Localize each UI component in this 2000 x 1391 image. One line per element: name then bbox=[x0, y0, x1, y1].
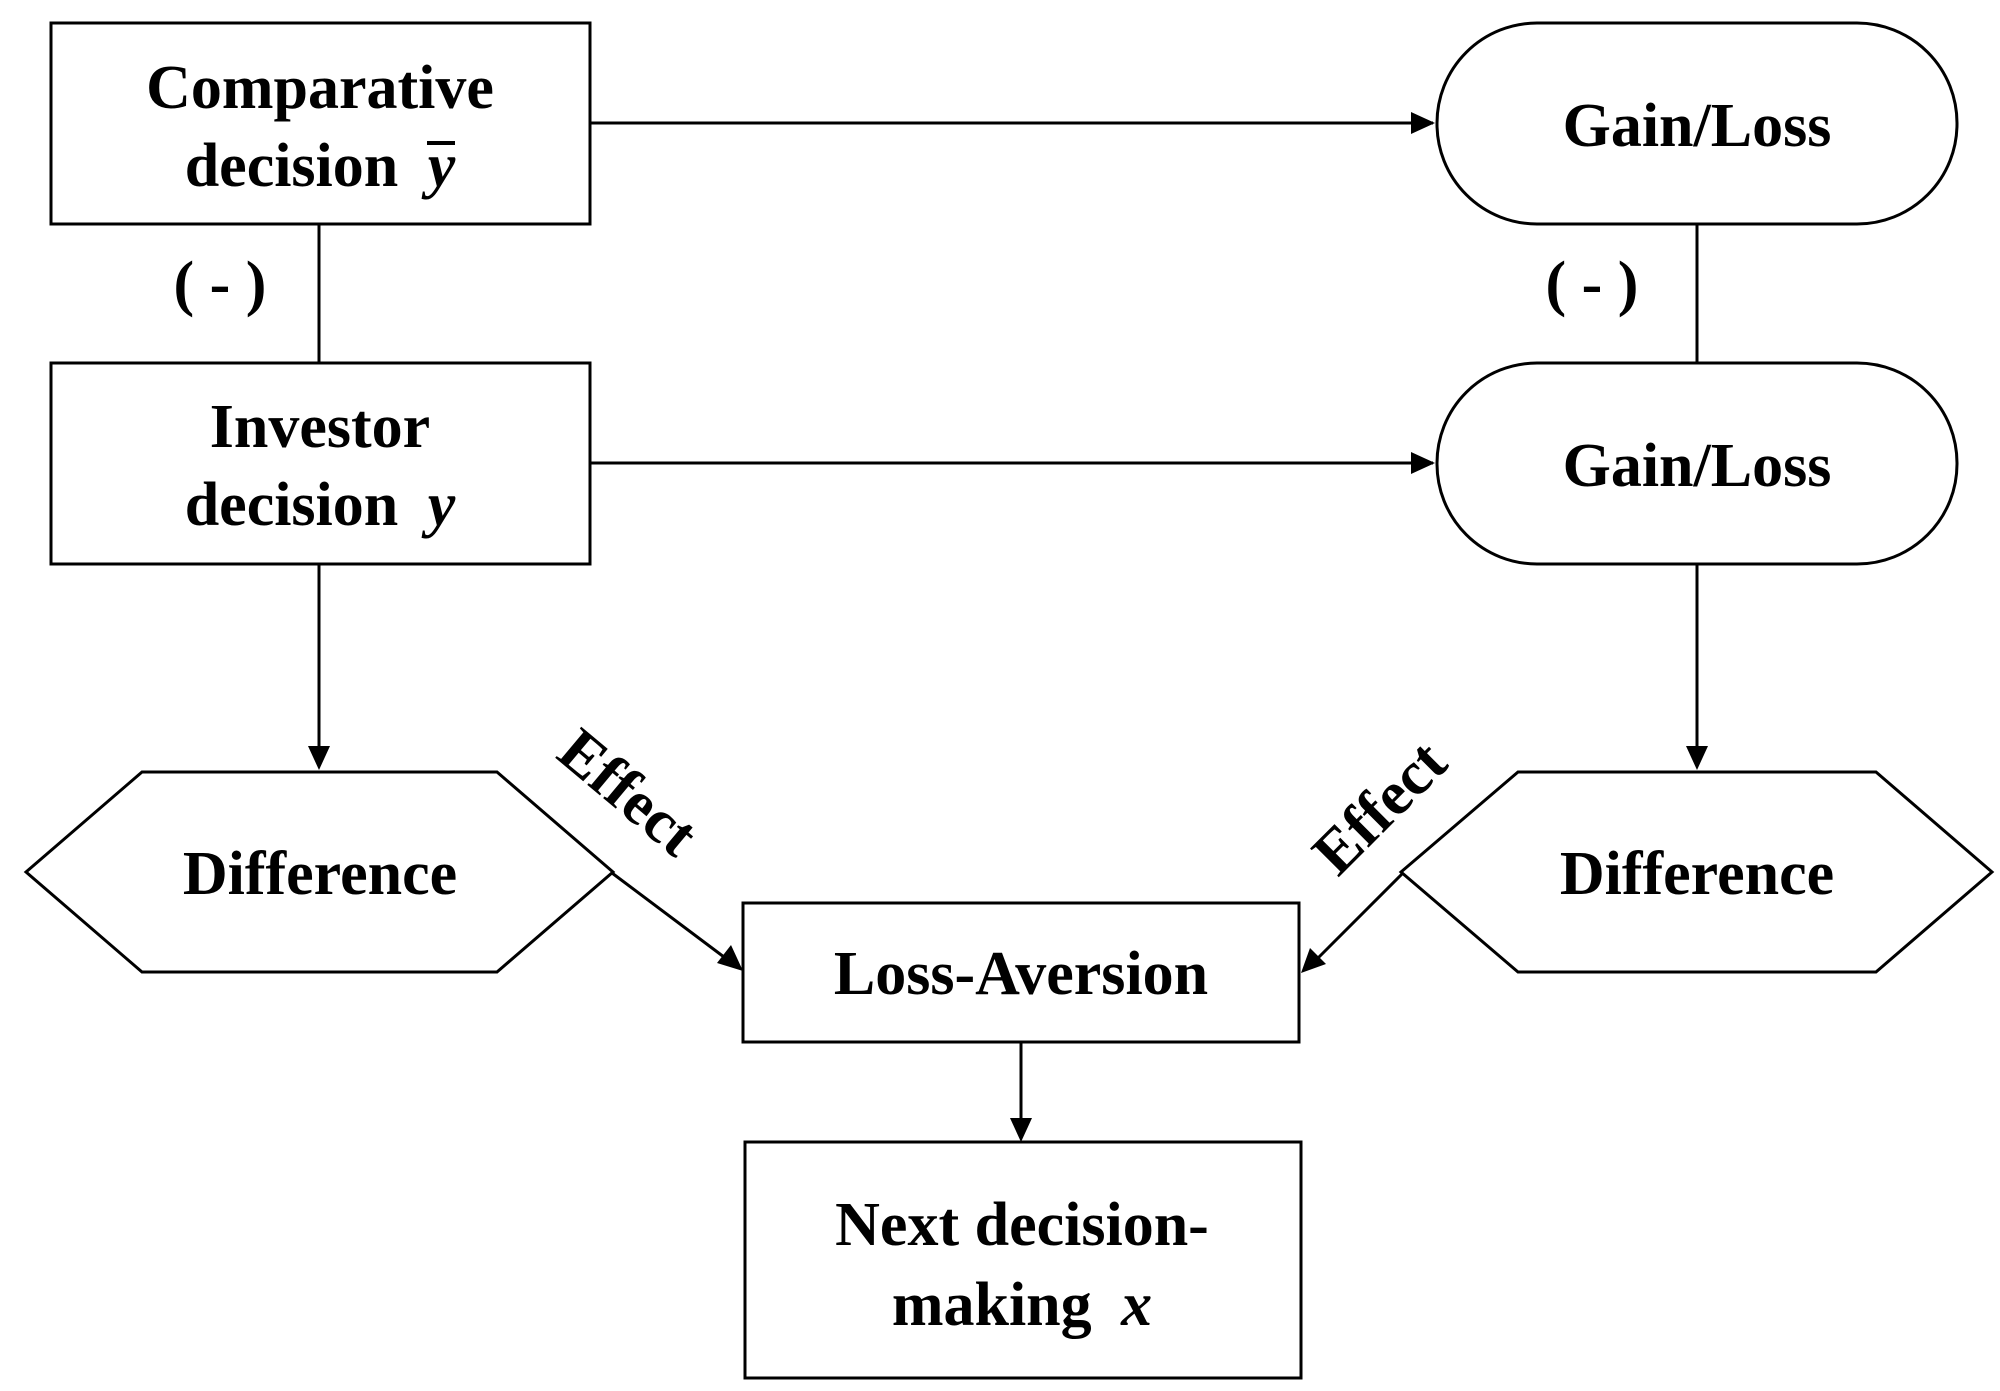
gain-loss-top-label: Gain/Loss bbox=[1563, 92, 1832, 160]
arrowhead-difference-left bbox=[308, 746, 330, 770]
node-comparative-decision: Comparative decision y bbox=[49, 21, 592, 226]
node-investor-decision: Investor decision y bbox=[49, 361, 592, 566]
next-decision-box bbox=[743, 1140, 1303, 1380]
comparative-decision-line2: decision bbox=[185, 132, 399, 200]
arrowhead-loss-aversion-right bbox=[1301, 948, 1326, 973]
edge-difference-left-to-loss-aversion bbox=[611, 871, 729, 962]
investor-decision-line2: decision bbox=[185, 471, 399, 539]
node-next-decision: Next decision- making x bbox=[743, 1140, 1303, 1380]
difference-right-label: Difference bbox=[1560, 840, 1834, 908]
investor-decision-box bbox=[49, 361, 592, 566]
node-loss-aversion: Loss-Aversion bbox=[741, 901, 1301, 1044]
comparative-decision-line1: Comparative bbox=[146, 54, 494, 122]
minus-label-right: ( - ) bbox=[1546, 250, 1639, 318]
arrowhead-loss-aversion-left bbox=[717, 945, 743, 971]
difference-left-hexagon bbox=[23, 770, 616, 974]
next-decision-line1: Next decision- bbox=[835, 1191, 1209, 1259]
gain-loss-top-stadium bbox=[1435, 21, 1959, 226]
comparative-decision-box bbox=[49, 21, 592, 226]
investor-decision-line1: Investor bbox=[210, 393, 430, 461]
comparative-decision-line2-group: decision y bbox=[185, 132, 456, 200]
minus-label-left: ( - ) bbox=[174, 250, 267, 318]
difference-right-hexagon bbox=[1398, 770, 1995, 974]
node-difference-left: Difference bbox=[23, 770, 616, 974]
next-decision-line2-group: making x bbox=[892, 1271, 1152, 1339]
gain-loss-bottom-label: Gain/Loss bbox=[1563, 432, 1832, 500]
node-gain-loss-bottom: Gain/Loss bbox=[1435, 361, 1959, 566]
node-difference-right: Difference bbox=[1398, 770, 1995, 974]
arrowhead-difference-right bbox=[1686, 746, 1708, 770]
next-decision-var: x bbox=[1120, 1271, 1152, 1339]
difference-left-label: Difference bbox=[183, 840, 457, 908]
arrowhead-gainloss-bottom bbox=[1411, 452, 1435, 474]
arrowhead-next-decision bbox=[1010, 1118, 1032, 1142]
next-decision-line2: making bbox=[892, 1271, 1092, 1339]
edge-difference-right-to-loss-aversion bbox=[1314, 871, 1405, 962]
arrowhead-gainloss-top bbox=[1411, 112, 1435, 134]
gain-loss-bottom-stadium bbox=[1435, 361, 1959, 566]
loss-aversion-box bbox=[741, 901, 1301, 1044]
loss-aversion-label: Loss-Aversion bbox=[834, 940, 1208, 1008]
node-gain-loss-top: Gain/Loss bbox=[1435, 21, 1959, 226]
